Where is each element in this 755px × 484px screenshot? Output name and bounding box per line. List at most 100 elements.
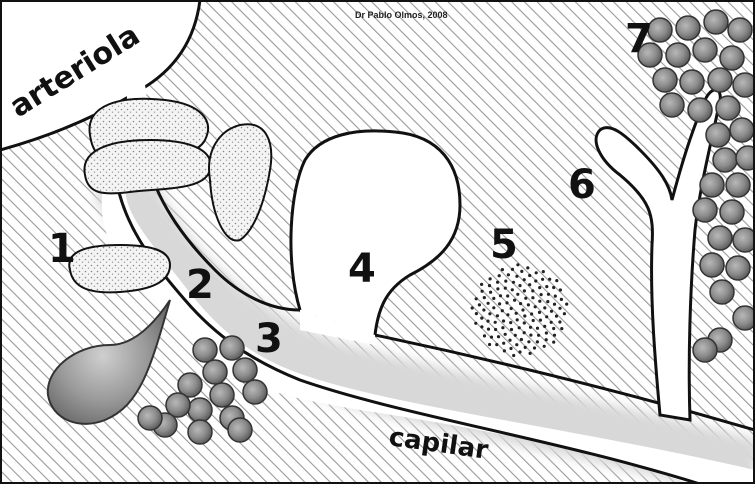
red-blood-cell [193, 338, 217, 362]
dot [527, 340, 530, 343]
dot [505, 301, 508, 304]
dot [471, 306, 474, 309]
dot [516, 318, 519, 321]
dot [501, 309, 504, 312]
dot [504, 280, 507, 283]
number-5: 5 [490, 222, 518, 268]
red-blood-cell [726, 173, 750, 197]
dot [480, 317, 483, 320]
dot [543, 325, 546, 328]
dot [552, 341, 555, 344]
dot [531, 289, 534, 292]
dot [490, 336, 493, 339]
red-blood-cell [733, 73, 755, 97]
dot [558, 307, 561, 310]
dot [537, 334, 540, 337]
dot [555, 315, 558, 318]
dot [553, 334, 556, 337]
dot [478, 303, 481, 306]
red-blood-cell [138, 406, 162, 430]
dot [474, 322, 477, 325]
dot [545, 331, 548, 334]
red-blood-cell [680, 70, 704, 94]
red-blood-cell [203, 360, 227, 384]
red-blood-cell [716, 96, 740, 120]
dot [514, 334, 517, 337]
dot [543, 306, 546, 309]
red-blood-cell [713, 148, 737, 172]
dot [498, 302, 501, 305]
red-blood-cell [228, 418, 252, 442]
dot [526, 266, 529, 269]
dot [502, 342, 505, 345]
dot [541, 278, 544, 281]
dot [489, 291, 492, 294]
dot [504, 333, 507, 336]
red-blood-cell [728, 18, 752, 42]
dot [512, 281, 515, 284]
red-blood-cell [720, 46, 744, 70]
dot [545, 338, 548, 341]
dot [523, 314, 526, 317]
dot [509, 347, 512, 350]
dot [558, 320, 561, 323]
red-blood-cell [730, 118, 754, 142]
dot [548, 278, 551, 281]
dot [495, 343, 498, 346]
dot [516, 293, 519, 296]
red-blood-cell [220, 336, 244, 360]
dot [529, 352, 532, 355]
dot [563, 312, 566, 315]
dot [483, 296, 486, 299]
red-blood-cell [188, 398, 212, 422]
dot [506, 313, 509, 316]
dot [552, 286, 555, 289]
dot [497, 335, 500, 338]
red-blood-cell [693, 198, 717, 222]
dot [559, 288, 562, 291]
dot [523, 331, 526, 334]
number-4: 4 [348, 246, 376, 292]
number-2: 2 [186, 262, 214, 308]
dot [483, 334, 486, 337]
red-blood-cell [660, 93, 684, 117]
dot [529, 334, 532, 337]
dot [488, 312, 491, 315]
dot [515, 275, 518, 278]
dot [523, 289, 526, 292]
dot [547, 293, 550, 296]
dot [523, 278, 526, 281]
dot [534, 279, 537, 282]
dot [519, 302, 522, 305]
dot [496, 281, 499, 284]
red-blood-cell [233, 358, 257, 382]
dot [499, 294, 502, 297]
dot [550, 321, 553, 324]
dot [540, 293, 543, 296]
dot [510, 307, 513, 310]
dot [528, 283, 531, 286]
dot [550, 310, 553, 313]
dot [482, 308, 485, 311]
number-3: 3 [255, 316, 283, 362]
dot [487, 328, 490, 331]
dot [486, 320, 489, 323]
dot [521, 308, 524, 311]
red-blood-cell [700, 173, 724, 197]
dot [523, 321, 526, 324]
dot [512, 354, 515, 357]
dot [538, 311, 541, 314]
dot [511, 268, 514, 271]
red-blood-cell [720, 200, 744, 224]
red-blood-cell [693, 38, 717, 62]
dot [489, 277, 492, 280]
dot [498, 274, 501, 277]
dot [513, 299, 516, 302]
dot [475, 297, 478, 300]
dot [488, 284, 491, 287]
dot [532, 319, 535, 322]
dot [534, 305, 537, 308]
dot [494, 328, 497, 331]
dot [545, 285, 548, 288]
